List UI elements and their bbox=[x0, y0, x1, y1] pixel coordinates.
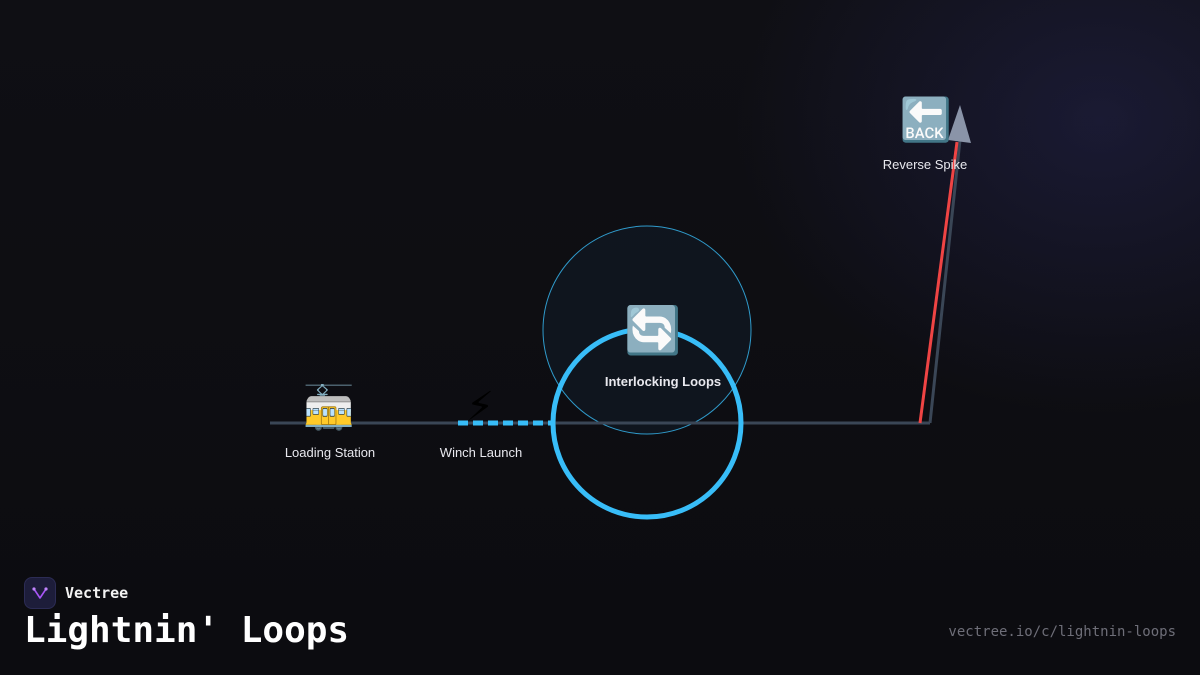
tram-icon: 🚋 bbox=[303, 383, 355, 432]
node-label-winch-launch: Winch Launch bbox=[440, 445, 522, 460]
node-label-interlocking-loops: Interlocking Loops bbox=[605, 374, 721, 389]
reverse-spike-track bbox=[918, 141, 959, 424]
node-winch-launch: ⚡ Winch Launch bbox=[440, 384, 522, 460]
brand: Vectree bbox=[24, 577, 128, 609]
back-arrow-icon: 🔙 bbox=[900, 95, 952, 144]
lightning-icon: ⚡ bbox=[466, 384, 494, 430]
vectree-logo-icon bbox=[24, 577, 56, 609]
node-reverse-spike: 🔙 Reverse Spike bbox=[883, 95, 968, 172]
node-loading-station: 🚋 Loading Station bbox=[285, 383, 375, 460]
spike-tip bbox=[948, 105, 971, 143]
node-label-reverse-spike: Reverse Spike bbox=[883, 157, 968, 172]
spike-return-track bbox=[928, 139, 962, 424]
source-url[interactable]: vectree.io/c/lightnin-loops bbox=[948, 624, 1176, 640]
node-interlocking-loops: 🔄 Interlocking Loops bbox=[605, 303, 721, 389]
node-label-loading-station: Loading Station bbox=[285, 445, 375, 460]
interlocking-loop bbox=[550, 326, 744, 520]
loop-arrows-icon: 🔄 bbox=[624, 303, 681, 357]
page-title: Lightnin' Loops bbox=[24, 610, 350, 651]
brand-name: Vectree bbox=[65, 584, 129, 602]
vectree-logo-mark bbox=[32, 587, 48, 599]
